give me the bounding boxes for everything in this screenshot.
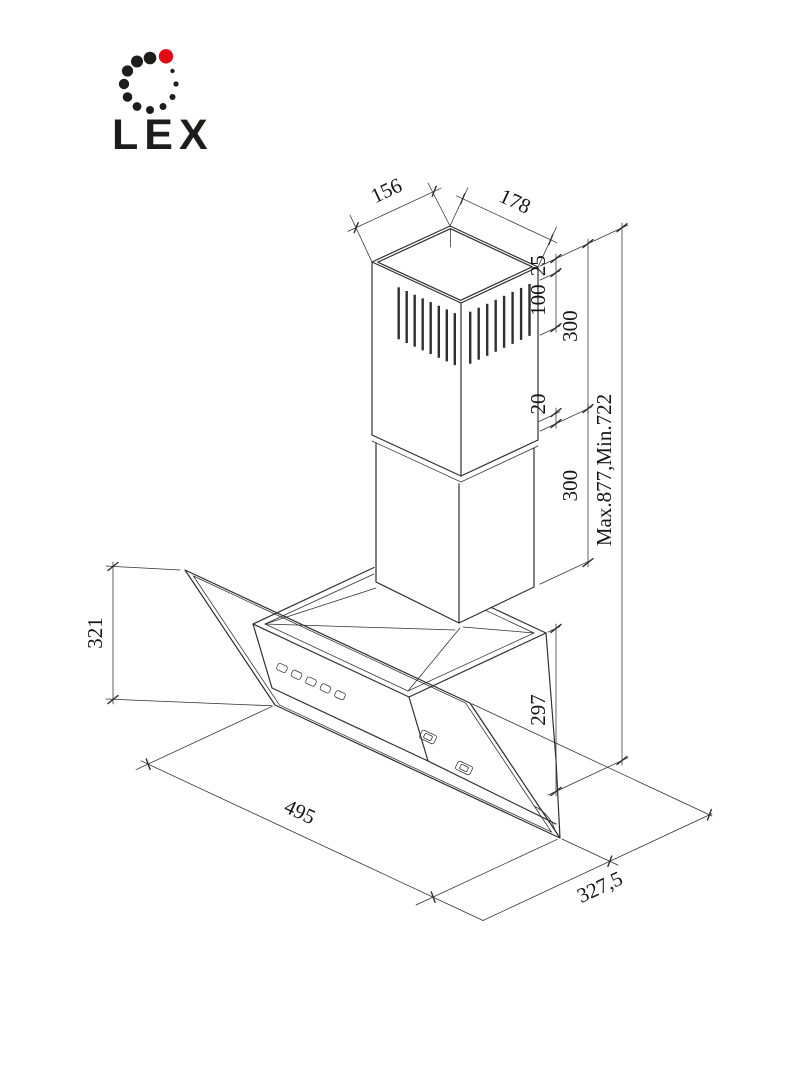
glass-clips [419,729,473,776]
dimension-labels: 156 178 25 100 300 20 300 Max.877,Min.72… [83,173,626,908]
dimension-ticks [107,185,712,904]
dim-vent-band-height: 100 [526,284,550,316]
vent-slots [397,283,531,366]
lex-logo: LEX [112,49,214,159]
hood-top-frame [252,566,547,698]
dimension-lines [112,187,713,921]
control-buttons [276,662,346,701]
dim-overall-height: Max.877,Min.722 [592,394,616,546]
chimney-duct [371,225,539,624]
dim-chimney-depth: 156 [367,173,406,208]
logo-text: LEX [112,111,214,159]
lex-logo-dots [118,49,179,114]
dim-body-height: 297 [526,694,550,726]
dim-hood-depth: 327,5 [573,866,626,908]
logo-red-dot [158,49,174,64]
dim-duct-overlap: 20 [526,394,550,415]
dim-vent-top-offset: 25 [526,255,550,276]
extension-lines [105,182,713,906]
glass-panel [184,569,561,839]
dim-hood-width: 495 [281,794,320,829]
dim-glass-panel-height: 321 [83,617,107,649]
dim-lower-duct-height: 300 [558,470,582,502]
dim-chimney-width: 178 [496,184,535,219]
dim-upper-duct-height: 300 [558,310,582,342]
